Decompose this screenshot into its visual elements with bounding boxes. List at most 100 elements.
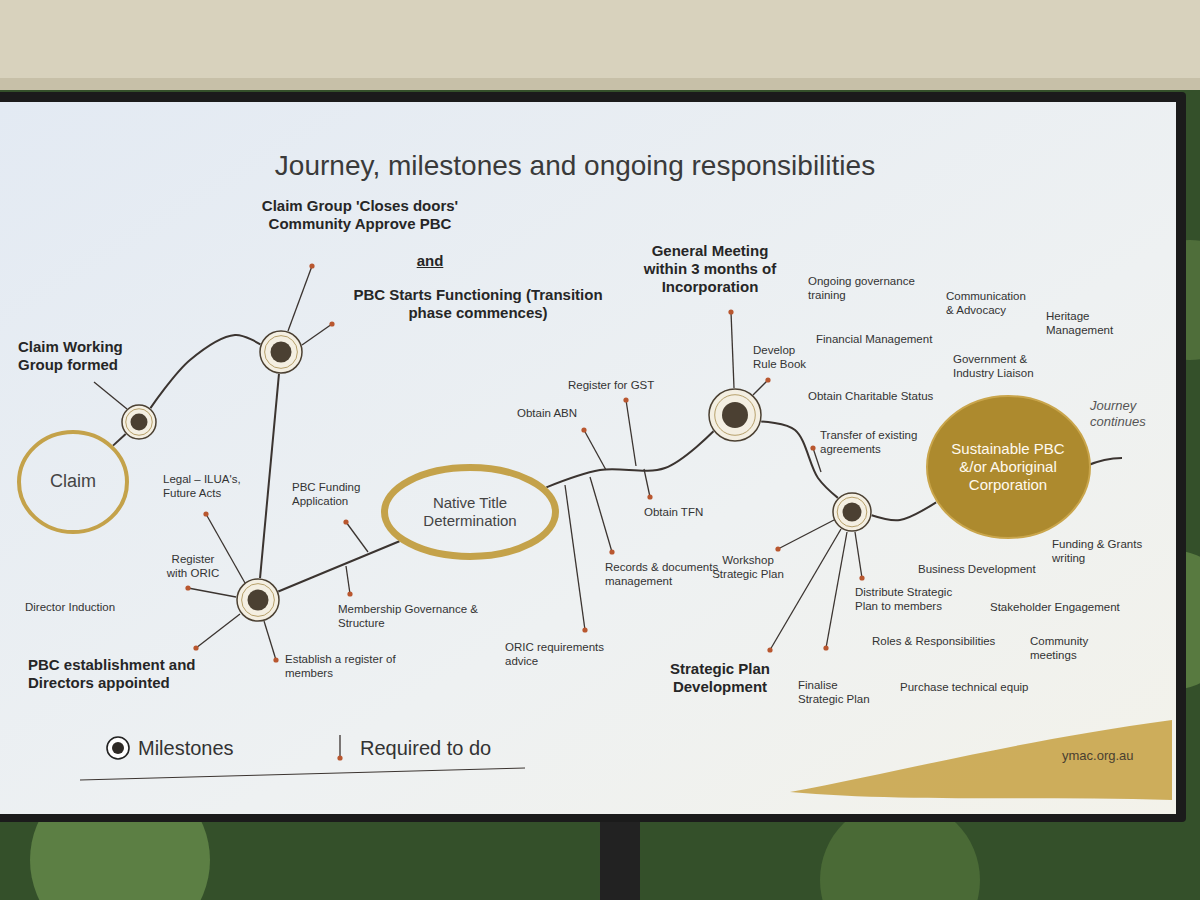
task-label: Obtain ABN (517, 406, 577, 420)
milestone-heading: and (400, 252, 460, 270)
leader-line (584, 430, 606, 470)
task-label: Records & documents management (605, 560, 730, 588)
stage-label: Claim (50, 471, 96, 493)
journey-path (546, 431, 713, 487)
leader-line (196, 614, 240, 648)
task-dot (193, 645, 198, 650)
milestone-marker (236, 578, 280, 622)
task-label: Business Development (918, 562, 1036, 576)
task-dot (582, 627, 587, 632)
task-dot (859, 575, 864, 580)
journey-path (278, 541, 399, 591)
milestone-node: General Meeting within 3 months of Incor… (708, 388, 762, 442)
task-label: PBC Funding Application (292, 480, 382, 508)
task-label: Finalise Strategic Plan (798, 678, 878, 706)
journey-path (113, 434, 126, 446)
milestone-inner-ring (265, 336, 298, 369)
milestone-heading: Claim Working Group formed (18, 338, 153, 374)
task-label: Register with ORIC (163, 552, 223, 580)
task-dot (581, 427, 586, 432)
legend-symbol (326, 733, 354, 763)
milestone-ring (833, 493, 871, 531)
milestone-inner-ring (126, 409, 153, 436)
journey-path (150, 335, 260, 408)
milestone-marker (708, 388, 762, 442)
milestone-node: PBC establishment and Directors appointe… (236, 578, 280, 622)
task-label: Purchase technical equip (900, 680, 1029, 694)
stage-circle: Native Title Determination (381, 464, 559, 560)
task-label: Transfer of existing agreements (820, 428, 938, 456)
task-dot (810, 445, 815, 450)
milestone-marker (121, 404, 157, 440)
legend-item: Milestones (104, 733, 234, 763)
journey-tail (1086, 458, 1122, 466)
task-label: Communication & Advocacy (946, 289, 1036, 317)
journey-path (260, 374, 279, 578)
leader-line (346, 522, 368, 552)
leader-line (302, 324, 332, 345)
milestone-dot (131, 414, 148, 431)
leader-line (855, 532, 862, 578)
milestone-heading: General Meeting within 3 months of Incor… (635, 242, 785, 296)
task-label: Establish a register of members (285, 652, 397, 680)
leader-line (731, 312, 734, 388)
task-label: Community meetings (1030, 634, 1096, 662)
task-label: Ongoing governance training (808, 274, 928, 302)
stage-ring (385, 468, 556, 557)
task-dot (623, 397, 628, 402)
task-label: Workshop Strategic Plan (705, 553, 791, 581)
milestone-heading: PBC establishment and Directors appointe… (28, 656, 208, 692)
leader-line (644, 469, 650, 497)
legend-item: Required to do (326, 733, 491, 763)
milestone-node: Strategic Plan Development (832, 492, 872, 532)
task-label: ORIC requirements advice (505, 640, 617, 668)
journey-note: Journey continues (1090, 398, 1162, 430)
legend-rule (80, 768, 525, 780)
task-dot (273, 657, 278, 662)
milestone-inner-ring (715, 395, 756, 436)
milestone-ring (260, 331, 302, 373)
task-dot (767, 647, 772, 652)
leader-line (590, 477, 612, 552)
leader-lines (80, 266, 1122, 780)
stage-ring (19, 432, 127, 532)
task-dot (765, 377, 770, 382)
milestone-ring (122, 405, 156, 439)
task-dot (343, 519, 348, 524)
task-label: Heritage Management (1046, 309, 1118, 337)
task-dot (185, 585, 190, 590)
milestone-heading: PBC Starts Functioning (Transition phase… (343, 286, 613, 322)
task-dot (823, 645, 828, 650)
leader-line (264, 621, 276, 660)
leader-line (565, 485, 585, 630)
leader-line (770, 529, 841, 650)
milestone-marker (832, 492, 872, 532)
screen-bezel (0, 92, 1186, 822)
stage-circle: Claim (17, 430, 129, 534)
task-label: Membership Governance & Structure (338, 602, 483, 630)
milestone-heading: Strategic Plan Development (655, 660, 785, 696)
task-label: Register for GST (568, 378, 654, 392)
task-dot (775, 546, 780, 551)
milestone-inner-ring (837, 497, 867, 527)
task-label: Roles & Responsibilities (872, 634, 995, 648)
leader-line (626, 400, 636, 466)
journey-path (872, 502, 936, 520)
task-dot (347, 591, 352, 596)
leader-line (288, 266, 312, 331)
tent-edge (0, 78, 1200, 90)
milestone-inner-ring (242, 584, 275, 617)
task-dot (309, 263, 314, 268)
task-dot (728, 309, 733, 314)
legend-text: Required to do (360, 737, 491, 760)
web-address: ymac.org.au (1062, 748, 1134, 764)
task-label: Legal – ILUA's, Future Acts (163, 472, 258, 500)
legend-text: Milestones (138, 737, 234, 760)
leader-line (778, 520, 834, 549)
leader-line (346, 566, 350, 594)
screen (0, 102, 1176, 814)
task-label: Stakeholder Engagement (990, 600, 1120, 614)
task-label: Government & Industry Liaison (953, 352, 1053, 380)
legend-symbol (104, 733, 132, 763)
task-dots (185, 263, 864, 662)
